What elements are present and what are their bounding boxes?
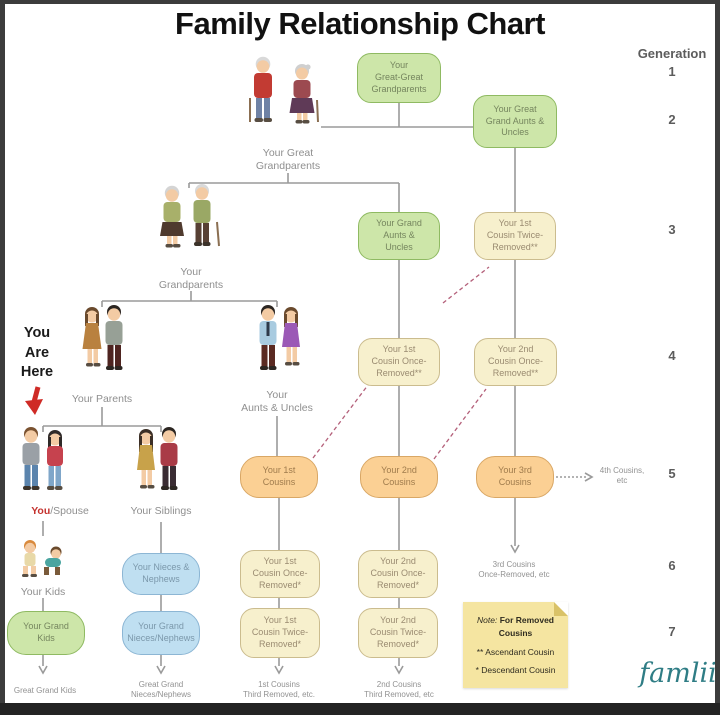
border-top: [0, 0, 720, 4]
generation-header: Generation: [637, 46, 707, 61]
aunts-uncles-label: Your Aunts & Uncles: [241, 389, 313, 415]
kids-label: Your Kids: [20, 586, 66, 598]
generation-2: 2: [668, 112, 676, 127]
generation-1: 1: [668, 64, 676, 79]
note-title: For Removed Cousins: [498, 615, 555, 638]
you-label: You: [31, 505, 51, 517]
siblings-label: Your Siblings: [130, 505, 192, 517]
removed-cousins-note: Note: For Removed Cousins ** Ascendant C…: [463, 602, 568, 688]
great-grand-kids-label: Great Grand Kids: [13, 686, 77, 695]
parents-illustration: [82, 305, 123, 370]
node-2nd-cousin-twice-removed-desc: Your 2nd Cousin Twice- Removed*: [358, 608, 438, 658]
node-2nd-cousins: Your 2nd Cousins: [360, 456, 438, 498]
great-grand-nieces-nephews-label: Great Grand Nieces/Nephews: [130, 680, 192, 699]
note-descendant-line: * Descendant Cousin: [475, 665, 556, 676]
node-2nd-cousin-once-removed-asc: Your 2nd Cousin Once- Removed**: [474, 338, 557, 386]
node-1st-cousins: Your 1st Cousins: [240, 456, 318, 498]
siblings-illustration: [137, 427, 178, 490]
spouse-label: /Spouse: [50, 505, 89, 517]
node-great-great-grandparents: Your Great-Great Grandparents: [357, 53, 441, 103]
node-grand-nieces-nephews: Your Grand Nieces/Nephews: [122, 611, 200, 655]
note-prefix: Note:: [476, 615, 498, 625]
grandparents-label: Your Grandparents: [158, 266, 224, 292]
node-grand-kids: Your Grand Kids: [7, 611, 85, 655]
note-heading: Note: For Removed Cousins: [469, 614, 562, 640]
border-right: [715, 0, 720, 715]
generation-6: 6: [668, 558, 676, 573]
page-title: Family Relationship Chart: [175, 6, 545, 41]
border-left: [0, 0, 5, 715]
4th-cousins-etc-label: 4th Cousins, etc: [599, 466, 645, 485]
border-bottom: [0, 703, 720, 715]
aunts-uncles-illustration: [259, 305, 300, 370]
node-1st-cousin-once-removed-asc: Your 1st Cousin Once- Removed**: [358, 338, 440, 386]
you-spouse-illustration: [22, 427, 63, 490]
note-fold-corner: [554, 602, 568, 616]
parents-label: Your Parents: [71, 393, 133, 405]
generation-7: 7: [668, 624, 676, 639]
generation-3: 3: [668, 222, 676, 237]
3rd-cousins-once-removed-etc-label: 3rd Cousins Once-Removed, etc: [478, 560, 550, 579]
generation-4: 4: [668, 348, 676, 363]
generation-5: 5: [668, 466, 676, 481]
great-grandparents-label: Your Great Grandparents: [255, 147, 321, 173]
note-ascendant-line: ** Ascendant Cousin: [476, 646, 555, 657]
node-2nd-cousin-once-removed-desc: Your 2nd Cousin Once- Removed*: [358, 550, 438, 598]
2nd-cousins-third-removed-label: 2nd Cousins Third Removed, etc: [364, 680, 434, 699]
node-1st-cousin-twice-removed-desc: Your 1st Cousin Twice- Removed*: [240, 608, 320, 658]
node-great-grand-aunts-uncles: Your Great Grand Aunts & Uncles: [473, 95, 557, 148]
you-are-here-label: You Are Here: [20, 325, 54, 381]
node-1st-cousin-once-removed-desc: Your 1st Cousin Once- Removed*: [240, 550, 320, 598]
you-spouse-label: You/Spouse: [14, 505, 106, 517]
node-3rd-cousins: Your 3rd Cousins: [476, 456, 554, 498]
famlii-logo: famlii: [639, 658, 717, 689]
you-are-here-arrow: [25, 386, 43, 415]
kids-illustration: [22, 540, 62, 577]
1st-cousins-third-removed-label: 1st Cousins Third Removed, etc.: [242, 680, 316, 699]
grandparents-illustration: [160, 184, 220, 248]
great-grandparents-illustration: [249, 56, 319, 124]
node-nieces-nephews: Your Nieces & Nephews: [122, 553, 200, 595]
node-grand-aunts-uncles: Your Grand Aunts & Uncles: [358, 212, 440, 260]
node-1st-cousin-twice-removed-asc: Your 1st Cousin Twice- Removed**: [474, 212, 556, 260]
